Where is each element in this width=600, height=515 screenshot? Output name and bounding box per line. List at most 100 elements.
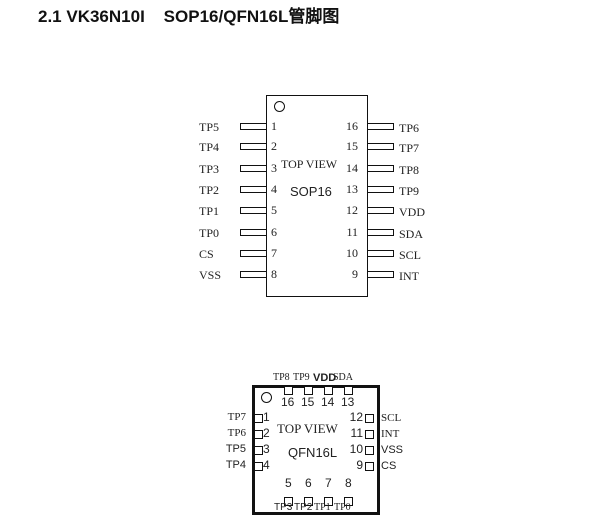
pin-number: 4 xyxy=(271,182,277,196)
pin-number: 4 xyxy=(263,458,270,472)
pin-number: 3 xyxy=(271,161,277,175)
sop16-pin xyxy=(367,207,394,214)
pin-number: 6 xyxy=(271,225,277,239)
pin-number: 1 xyxy=(263,410,270,424)
pin-number: 12 xyxy=(349,410,363,424)
qfn16l-pad xyxy=(365,462,374,471)
sop16-pin xyxy=(240,186,267,193)
pin-name: TP2 xyxy=(294,502,313,513)
pin-name: TP3 xyxy=(199,162,220,176)
pin-name: TP6 xyxy=(399,121,420,135)
qfn16l-pad xyxy=(304,386,313,395)
pin-name: TP7 xyxy=(227,411,246,423)
pin-name: TP3 xyxy=(274,502,293,513)
pin-number: 13 xyxy=(341,395,355,409)
pin-number: 12 xyxy=(346,203,358,217)
qfn16l-pad xyxy=(365,414,374,423)
pin-number: 13 xyxy=(346,182,358,196)
pin-number: 10 xyxy=(346,246,358,260)
pin-name: TP4 xyxy=(199,140,220,154)
pin-name: VDD xyxy=(313,372,337,384)
pin-name: CS xyxy=(199,247,214,261)
pin-name: TP4 xyxy=(225,459,246,471)
pin-name: TP2 xyxy=(199,183,220,197)
qfn16l-pad xyxy=(254,430,263,439)
pin-number: 5 xyxy=(285,476,292,490)
pin-number: 14 xyxy=(346,161,358,175)
qfn16l-top-view-label: TOP VIEW xyxy=(277,421,338,436)
pin-number: 15 xyxy=(301,395,315,409)
qfn16l-pad xyxy=(254,462,263,471)
pin-number: 6 xyxy=(305,476,312,490)
pin-name: INT xyxy=(381,428,400,440)
pin-name: VSS xyxy=(381,444,404,456)
sop16-pin xyxy=(367,250,394,257)
pin-name: SDA xyxy=(399,227,424,241)
sop16-pin xyxy=(367,229,394,236)
sop16-chip-body xyxy=(266,95,368,297)
sop16-pin xyxy=(240,123,267,130)
sop16-package-label: SOP16 xyxy=(290,184,332,199)
pin-name: TP8 xyxy=(399,163,420,177)
sop16-pin xyxy=(367,165,394,172)
qfn16l-pad xyxy=(344,386,353,395)
qfn16l-pad xyxy=(365,446,374,455)
pin-number: 7 xyxy=(325,476,332,490)
sop16-pin xyxy=(367,186,394,193)
pin-number: 14 xyxy=(321,395,335,409)
qfn16l-pad xyxy=(344,497,353,506)
pin-number: 9 xyxy=(356,458,363,472)
pin1-marker-icon xyxy=(274,101,285,112)
pin-name: SDA xyxy=(333,372,354,383)
sop16-pin xyxy=(240,143,267,150)
pin-number: 9 xyxy=(352,267,358,281)
sop16-pin xyxy=(240,271,267,278)
pin-number: 3 xyxy=(263,442,270,456)
pin-number: 15 xyxy=(346,139,358,153)
qfn16l-pad xyxy=(254,414,263,423)
pin-name: SCL xyxy=(399,248,422,262)
sop16-pin xyxy=(240,250,267,257)
pin-name: CS xyxy=(381,460,397,472)
qfn16l-pad xyxy=(254,446,263,455)
pin-name: TP8 xyxy=(273,372,290,383)
sop16-pin xyxy=(367,143,394,150)
pin-name: TP6 xyxy=(227,427,246,439)
qfn16l-chip-body xyxy=(252,385,380,515)
section-title: 2.1 VK36N10I SOP16/QFN16L管脚图 xyxy=(38,7,340,26)
pin-name: TP1 xyxy=(314,502,331,513)
pin-number: 1 xyxy=(271,119,277,133)
sop16-pin xyxy=(367,271,394,278)
pin-number: 11 xyxy=(350,426,363,440)
pin-number: 16 xyxy=(346,119,358,133)
pin-name: TP0 xyxy=(199,226,220,240)
sop16-pin xyxy=(240,207,267,214)
pin-name: TP0 xyxy=(334,502,351,513)
qfn16l-pad xyxy=(324,386,333,395)
pin-name: TP5 xyxy=(225,443,246,455)
pin-name: TP9 xyxy=(293,372,310,383)
qfn16l-package-label: QFN16L xyxy=(288,445,338,460)
pin-number: 8 xyxy=(271,267,277,281)
pin-number: 11 xyxy=(346,225,358,239)
sop16-pin xyxy=(240,165,267,172)
pin-number: 2 xyxy=(263,426,270,440)
pin-name: INT xyxy=(399,269,419,283)
pin-number: 16 xyxy=(281,395,295,409)
pin-name: SCL xyxy=(381,412,402,424)
sop16-top-view-label: TOP VIEW xyxy=(281,157,338,171)
pin-number: 10 xyxy=(349,442,363,456)
pin-name: TP9 xyxy=(399,184,420,198)
sop16-pin xyxy=(367,123,394,130)
pin-number: 5 xyxy=(271,203,277,217)
pin-name: VDD xyxy=(399,205,425,219)
qfn16l-pad xyxy=(324,497,333,506)
pin-name: TP7 xyxy=(399,141,420,155)
pin-name: VSS xyxy=(199,268,222,282)
qfn16l-pad xyxy=(365,430,374,439)
qfn16l-pad xyxy=(284,497,293,506)
pin-number: 8 xyxy=(345,476,352,490)
sop16-pin xyxy=(240,229,267,236)
pin-name: TP5 xyxy=(199,120,220,134)
qfn16l-pad xyxy=(284,386,293,395)
